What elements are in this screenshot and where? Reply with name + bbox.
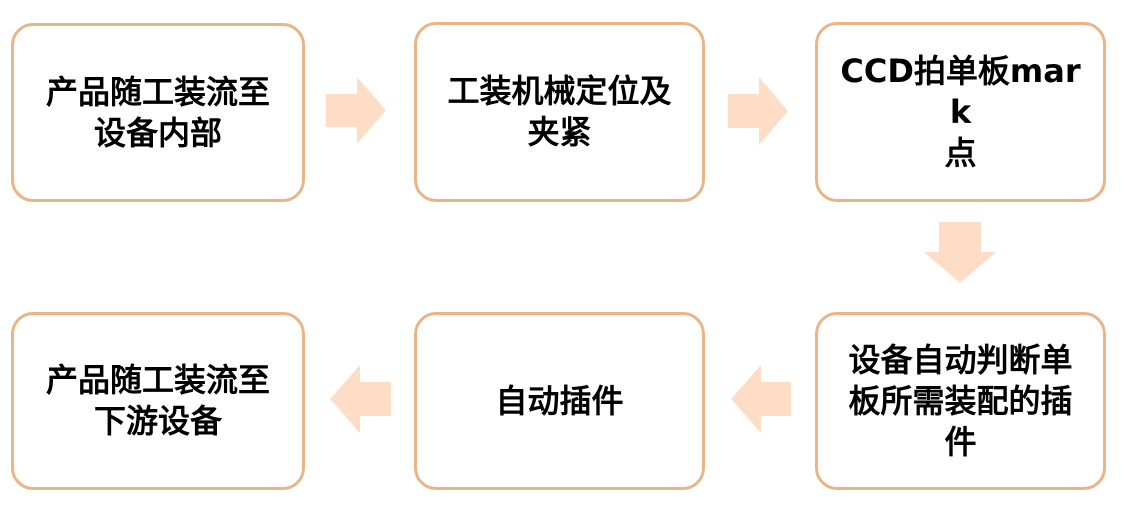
step-3-label: CCD拍单板mark 点 [832,51,1089,174]
step-4-box: 设备自动判断单 板所需装配的插 件 [815,312,1106,490]
arrow-left-icon [731,365,791,433]
step-1-line-2: 设备内部 [93,113,222,152]
step-3-line-1: CCD拍单板mark [840,51,1081,131]
step-1-line-1: 产品随工装流至 [45,72,270,111]
step-2-box: 工装机械定位及 夹紧 [414,22,705,202]
step-3-box: CCD拍单板mark 点 [815,22,1106,202]
step-6-line-1: 产品随工装流至 [45,361,270,399]
step-5-line-1: 自动插件 [495,381,624,420]
step-2-label: 工装机械定位及 夹紧 [447,71,671,153]
step-4-line-1: 设备自动判断单 [848,340,1073,379]
step-1-box: 产品随工装流至 设备内部 [11,23,305,202]
step-3-line-2: 点 [944,133,977,172]
arrow-right-icon [326,77,386,144]
step-2-line-2: 夹紧 [527,113,592,151]
arrow-left-icon [330,365,391,433]
arrow-right-icon [728,77,788,145]
step-4-line-2: 板所需装配的插 [848,381,1073,420]
step-2-line-1: 工装机械定位及 [447,72,672,110]
step-5-box: 自动插件 [414,312,705,490]
step-4-line-3: 件 [944,422,977,461]
arrow-down-icon [924,222,996,283]
step-6-label: 产品随工装流至 下游设备 [46,360,270,442]
step-6-box: 产品随工装流至 下游设备 [11,312,305,490]
step-4-label: 设备自动判断单 板所需装配的插 件 [848,340,1072,463]
step-5-label: 自动插件 [495,381,623,422]
step-6-line-2: 下游设备 [93,402,222,440]
step-1-label: 产品随工装流至 设备内部 [46,72,270,154]
